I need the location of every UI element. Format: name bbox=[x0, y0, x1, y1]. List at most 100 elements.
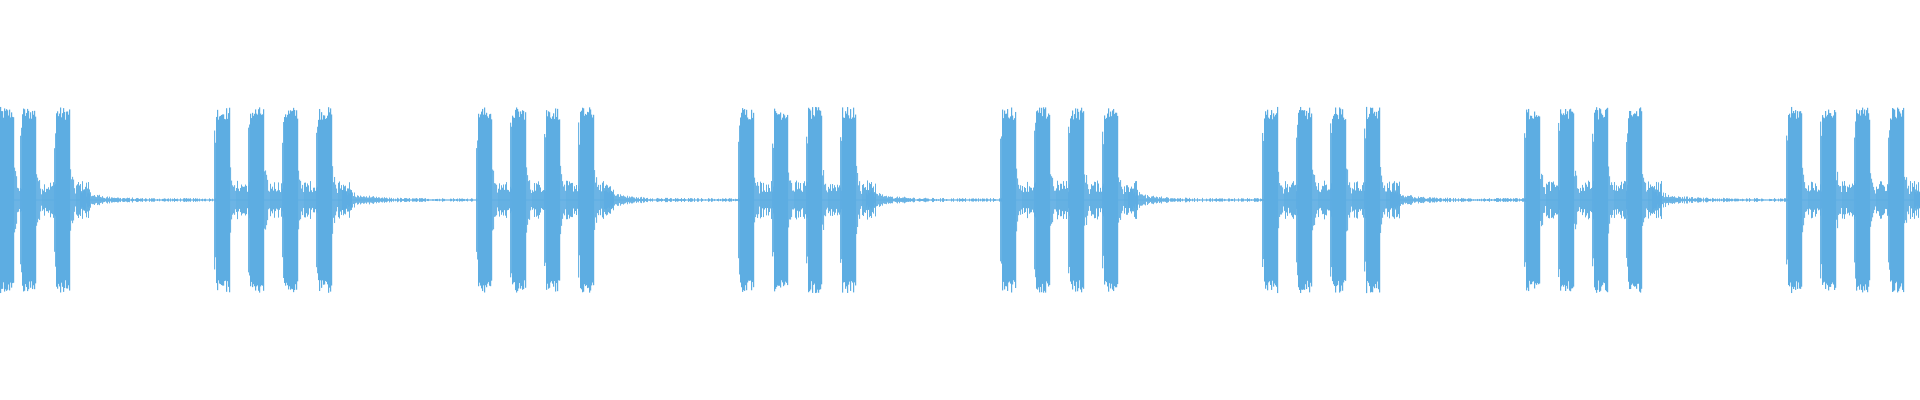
waveform-sample bbox=[748, 119, 750, 281]
waveform-sample bbox=[232, 185, 234, 215]
waveform-sample bbox=[1218, 198, 1219, 202]
waveform-sample bbox=[450, 198, 451, 202]
waveform-sample bbox=[63, 108, 65, 292]
waveform-sample bbox=[374, 197, 375, 203]
waveform-sample bbox=[1442, 199, 1443, 201]
waveform-sample bbox=[285, 114, 287, 286]
waveform-sample bbox=[873, 193, 874, 207]
waveform-sample bbox=[738, 141, 740, 259]
waveform-sample bbox=[395, 198, 396, 202]
waveform-sample bbox=[1893, 108, 1895, 292]
waveform-sample bbox=[1187, 198, 1188, 202]
waveform-sample bbox=[1234, 198, 1235, 202]
waveform-sample bbox=[1491, 198, 1492, 202]
waveform-sample bbox=[1295, 184, 1296, 216]
waveform-sample bbox=[1269, 118, 1271, 282]
waveform-sample bbox=[812, 107, 814, 293]
waveform-sample bbox=[1828, 109, 1830, 291]
waveform-sample bbox=[836, 191, 837, 209]
waveform-sample bbox=[1673, 196, 1674, 204]
waveform-sample bbox=[1694, 198, 1695, 202]
waveform-sample bbox=[520, 111, 522, 289]
waveform-sample bbox=[646, 198, 647, 202]
waveform-sample bbox=[1806, 188, 1808, 212]
waveform-sample bbox=[1274, 116, 1276, 284]
waveform-sample bbox=[286, 117, 288, 283]
waveform-sample bbox=[1830, 113, 1832, 287]
waveform-sample bbox=[1243, 198, 1244, 202]
waveform-sample bbox=[1868, 113, 1870, 287]
waveform-sample bbox=[57, 111, 59, 289]
waveform-sample bbox=[1501, 199, 1502, 201]
waveform-sample bbox=[1072, 110, 1074, 290]
waveform-sample bbox=[75, 193, 77, 207]
waveform-sample bbox=[975, 198, 976, 202]
waveform-sample bbox=[1051, 176, 1053, 224]
waveform-sample bbox=[562, 181, 564, 219]
waveform-sample bbox=[183, 198, 184, 202]
waveform-sample bbox=[1529, 119, 1531, 281]
waveform-sample bbox=[133, 198, 134, 202]
waveform-sample bbox=[1525, 137, 1527, 263]
waveform-sample bbox=[1652, 189, 1653, 211]
waveform-sample bbox=[297, 118, 299, 282]
waveform-sample bbox=[249, 124, 251, 276]
waveform-sample bbox=[1086, 175, 1088, 225]
waveform-sample bbox=[1042, 116, 1044, 284]
waveform-sample bbox=[1359, 190, 1360, 210]
waveform-sample bbox=[841, 140, 843, 260]
waveform-sample bbox=[54, 148, 56, 252]
waveform-sample bbox=[346, 191, 347, 209]
waveform-sample bbox=[1665, 193, 1666, 207]
waveform-sample bbox=[1531, 115, 1533, 285]
waveform-sample bbox=[1758, 199, 1759, 201]
waveform-sample bbox=[613, 196, 614, 204]
waveform-sample bbox=[277, 190, 278, 210]
waveform-sample bbox=[352, 192, 353, 208]
waveform-sample bbox=[992, 199, 993, 201]
waveform-sample bbox=[1584, 190, 1585, 210]
waveform-sample bbox=[1549, 181, 1550, 219]
waveform-sample bbox=[5, 110, 7, 290]
waveform-sample bbox=[1873, 186, 1875, 214]
waveform-sample bbox=[1169, 199, 1170, 201]
waveform-sample bbox=[1180, 197, 1181, 203]
waveform-sample bbox=[55, 133, 57, 267]
waveform-sample bbox=[713, 199, 714, 201]
waveform-sample bbox=[1522, 198, 1523, 202]
waveform-sample bbox=[139, 198, 140, 202]
waveform-sample bbox=[1731, 198, 1732, 202]
waveform-sample bbox=[785, 118, 787, 282]
waveform-sample bbox=[1078, 111, 1080, 289]
waveform-sample bbox=[432, 199, 433, 201]
waveform-sample bbox=[1564, 115, 1566, 285]
waveform-sample bbox=[1581, 190, 1582, 210]
waveform-sample bbox=[1440, 197, 1441, 203]
waveform-sample bbox=[542, 190, 543, 210]
waveform-sample bbox=[431, 199, 432, 201]
waveform-sample bbox=[754, 177, 756, 223]
waveform-sample bbox=[1875, 193, 1877, 207]
waveform-sample bbox=[1899, 111, 1901, 289]
waveform-sample bbox=[989, 199, 990, 201]
waveform-sample bbox=[1526, 109, 1528, 291]
waveform-sample bbox=[1840, 186, 1842, 214]
waveform-sample bbox=[1705, 198, 1706, 202]
waveform-sample bbox=[1849, 184, 1850, 216]
waveform-sample bbox=[855, 114, 857, 286]
waveform-sample bbox=[1614, 182, 1615, 218]
waveform-sample bbox=[948, 199, 949, 201]
waveform-sample bbox=[114, 197, 115, 203]
waveform-sample bbox=[1582, 184, 1583, 216]
waveform-sample bbox=[227, 118, 229, 282]
waveform-sample bbox=[845, 111, 847, 289]
waveform-sample bbox=[13, 117, 15, 283]
waveform-sample bbox=[792, 190, 794, 210]
waveform-sample bbox=[822, 175, 824, 225]
waveform-sample bbox=[193, 198, 194, 202]
waveform-sample bbox=[1065, 188, 1066, 212]
waveform-sample bbox=[1076, 118, 1078, 282]
waveform-sample bbox=[76, 185, 77, 215]
waveform-sample bbox=[284, 117, 286, 283]
waveform-sample bbox=[67, 111, 69, 289]
